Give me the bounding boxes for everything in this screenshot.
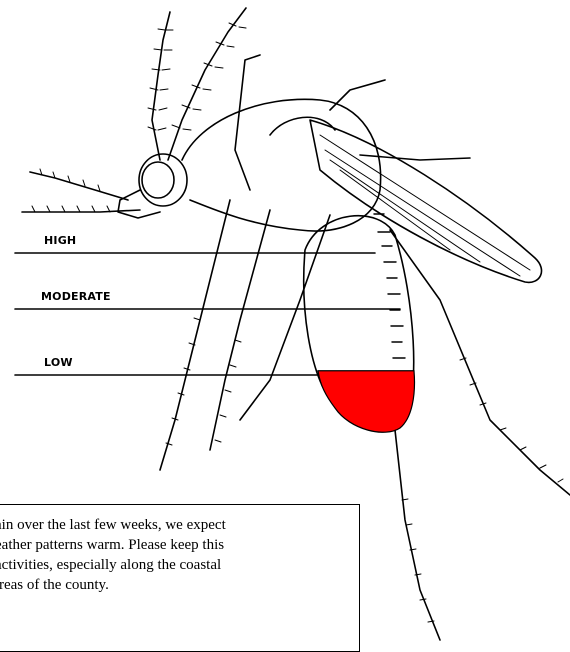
leg-hind-left [240,215,330,420]
leg-hind-right [390,230,570,495]
blood-fill [318,371,414,433]
level-label-moderate: MODERATE [41,290,111,303]
antenna-left [152,12,170,160]
thorax [182,99,381,231]
level-label-high: HIGH [44,234,76,247]
leg-lower [395,430,440,640]
mosquito-head [139,154,187,206]
proboscis [22,210,140,212]
notice-line: activities, especially along the coastal [0,555,349,575]
notice-line: reas of the county. [0,575,349,595]
notice-line: eather patterns warm. Please keep this [0,535,349,555]
notice-line: ain over the last few weeks, we expect [0,515,349,535]
notice-box: ain over the last few weeks, we expect e… [0,504,360,652]
compound-eye [142,162,174,198]
level-label-low: LOW [44,356,73,369]
antenna-right [168,8,246,160]
leg-front [160,200,230,470]
wing [310,120,542,282]
